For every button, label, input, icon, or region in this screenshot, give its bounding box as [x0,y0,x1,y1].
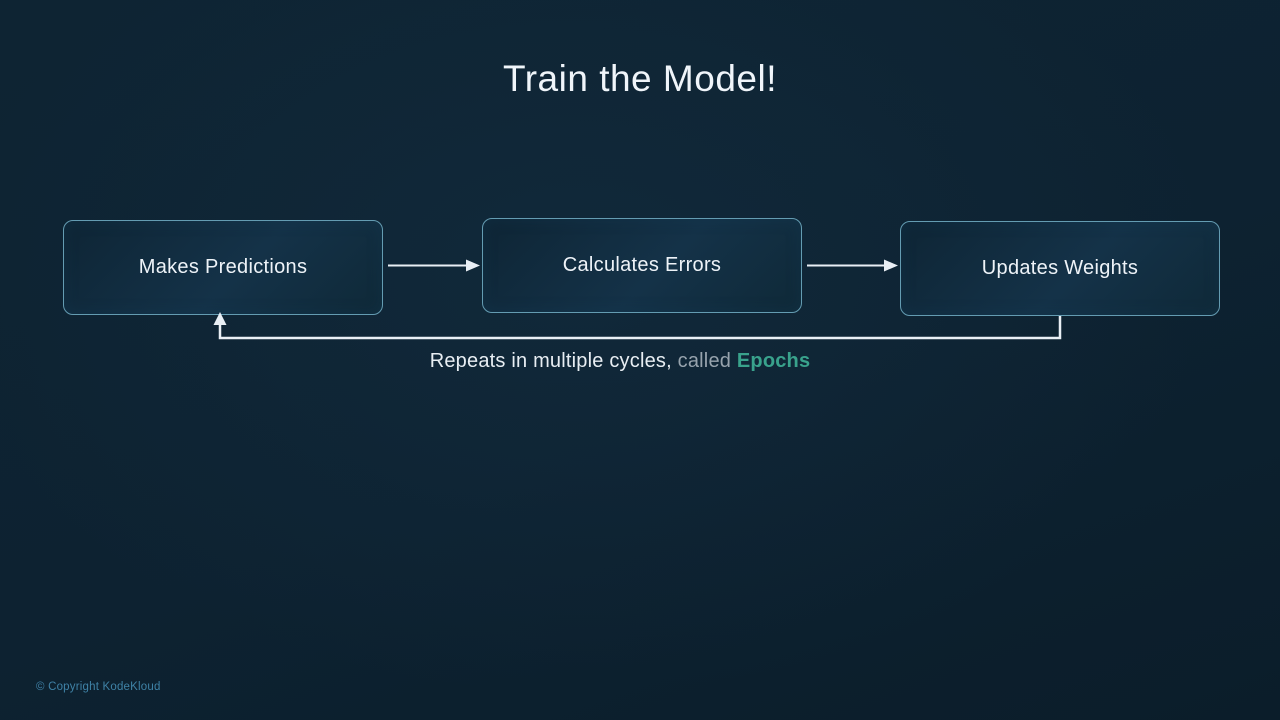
flow-box-makes-predictions: Makes Predictions [63,220,383,315]
caption-highlight-epochs: Epochs [736,350,811,372]
caption-muted: called [677,350,737,372]
arrow-right-icon [807,259,898,272]
caption: Repeats in multiple cycles, called Epoch… [220,350,1020,373]
caption-main: Repeats in multiple cycles, [429,350,678,372]
flow-box-updates-weights: Updates Weights [900,221,1220,316]
copyright-footer: © Copyright KodeKloud [36,681,161,693]
arrow-right-icon [388,259,480,272]
flow-box-calculates-errors: Calculates Errors [482,218,802,313]
slide-title: Train the Model! [503,58,777,99]
flow-box-label: Makes Predictions [138,256,308,278]
flow-box-label: Updates Weights [981,257,1139,279]
flow-box-label: Calculates Errors [562,254,722,276]
